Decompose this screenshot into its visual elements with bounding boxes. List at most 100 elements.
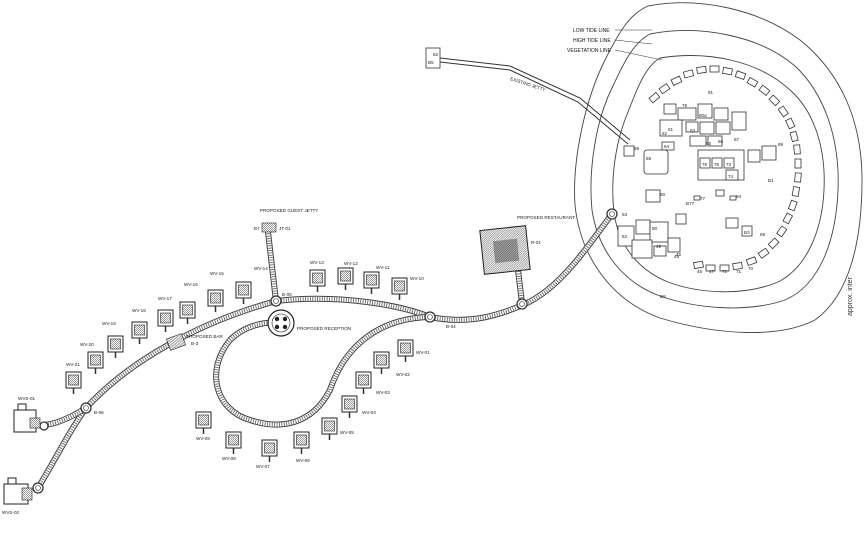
low-tide-label: LOW TIDE LINE (573, 28, 610, 34)
restaurant-title: PROPOSED RESTAURANT (517, 215, 575, 220)
water-villa-label: WV-17 (158, 296, 172, 301)
island-label: 63 (690, 128, 696, 133)
reception: PROPOSED RECEPTION (267, 309, 351, 337)
bar-code: B-3 (191, 341, 199, 346)
water-villa-label: WV-18 (132, 308, 146, 313)
island-label: 77 (700, 196, 706, 201)
guest-jetty-num: B7 (254, 226, 260, 231)
island-label: 49 (656, 244, 662, 249)
water-villa-wv21: WV-21 (65, 362, 82, 394)
bar: PROPOSED BAR B-3 (166, 333, 223, 351)
water-villa-wv05: WV-05 (321, 417, 354, 440)
existing-jetty: 82 B5 EXISTING JETTY (425, 47, 631, 145)
island-label: 72 (722, 269, 728, 274)
water-villa-label: WV-12 (344, 261, 358, 266)
island-label: 75 (714, 162, 720, 167)
island-label: 67 (734, 137, 740, 142)
high-tide-label: HIGH TIDE LINE (573, 38, 611, 44)
water-villa-wv01: WV-01 (397, 339, 430, 362)
water-villa-wv20: WV-20 (80, 342, 104, 374)
island-label: 89 (778, 142, 784, 147)
small-jetty-code: 82 (433, 52, 439, 57)
margin-note: approx. inter (847, 276, 854, 316)
water-villa-label: WV-07 (256, 464, 270, 469)
island-label: 46 (697, 269, 703, 274)
island-label: 61 (668, 127, 674, 132)
bar-title: PROPOSED BAR (186, 334, 223, 339)
island-label: B3 (744, 230, 750, 235)
water-villa-wv09: WV-09 (195, 411, 212, 441)
node-b04-label: B-04 (446, 324, 456, 329)
island-label: B8 (660, 294, 666, 299)
water-villa-label: WV-21 (66, 362, 80, 367)
node-b04: B-04 (424, 311, 456, 329)
suite-wvs02: WVS-02 (2, 477, 33, 515)
node-b05-label: B-05 (282, 292, 292, 297)
island-label: 76 (702, 162, 708, 167)
restaurant-code: R-01 (531, 240, 541, 245)
small-jetty-platform (425, 47, 441, 69)
island-label: 94 (736, 194, 742, 199)
high-tide-outline (590, 30, 839, 309)
water-villa-wv19: WV-19 (102, 321, 124, 358)
island-label: 53 (622, 212, 628, 217)
water-villa-label: WV-09 (196, 436, 210, 441)
island-label: 71 (736, 269, 742, 274)
island-labels: 81 78 80a 62 63 66 67 65 61 64 76 75 73 … (622, 90, 784, 299)
water-villa-label: WV-05 (340, 430, 354, 435)
restaurant: PROPOSED RESTAURANT R-01 (479, 215, 575, 275)
water-villa-label: WV-01 (416, 350, 430, 355)
water-villa-label: WV-06 (296, 458, 310, 463)
guest-jetty-title: PROPOSED GUEST JETTY (260, 208, 318, 213)
water-villa-wv04: WV-04 (341, 395, 376, 418)
low-tide-outline (574, 2, 863, 333)
water-villa-wv08: WV-08 (222, 431, 242, 461)
water-villa-wv18: WV-18 (131, 308, 148, 344)
vegetation-label: VEGETATION LINE (567, 48, 612, 54)
island-label: 60 (660, 192, 666, 197)
node-b06-label: B-06 (94, 410, 104, 415)
vegetation-outline (612, 55, 825, 293)
island-label: 48 (674, 254, 680, 259)
island-label: 59 (634, 146, 640, 151)
island-label: 70 (748, 266, 754, 271)
water-villa-label: WV-14 (254, 266, 268, 271)
island-label: 74 (728, 174, 734, 179)
island-label: 81 (708, 90, 714, 95)
island-label: 66 (718, 139, 724, 144)
reception-title: PROPOSED RECEPTION (297, 326, 351, 331)
island-label: 45 (676, 252, 682, 257)
island-label: 64 (664, 144, 670, 149)
water-villa-wv02: WV-02 (373, 351, 410, 377)
path-nodes: B-05 B-06 B-04 (32, 208, 618, 494)
wvs02-label: WVS-02 (2, 510, 20, 515)
water-villa-label: WV-02 (396, 372, 410, 377)
island-label: 62 (662, 131, 668, 136)
guest-jetty: PROPOSED GUEST JETTY JT-01 B7 (254, 208, 318, 233)
island-label: 80a (699, 113, 707, 118)
island-label: 58 (646, 156, 652, 161)
island-label: 52 (622, 234, 628, 239)
water-villa-label: WV-03 (376, 390, 390, 395)
island-label: 50 (652, 226, 658, 231)
water-villa-label: WV-16 (184, 282, 198, 287)
water-villa-label: WV-19 (102, 321, 116, 326)
water-villa-wv15: WV-15 (207, 271, 224, 312)
water-villa-wv14: WV-14 (235, 266, 268, 304)
water-villa-label: WV-11 (376, 265, 390, 270)
island: 81 78 80a 62 63 66 67 65 61 64 76 75 73 … (567, 2, 863, 333)
water-villa-wv17: WV-17 (157, 296, 174, 332)
suite-wvs01: WVS-01 (13, 396, 41, 433)
water-villa-label: WV-04 (362, 410, 376, 415)
water-villa-wv12: WV-12 (337, 261, 358, 290)
perimeter-villas (648, 65, 802, 272)
node-b05: B-05 (270, 292, 292, 307)
water-villa-label: WV-20 (80, 342, 94, 347)
water-villa-label: WV-08 (222, 456, 236, 461)
water-villa-label: WV-15 (210, 271, 224, 276)
water-villa-wv13: WV-13 (309, 260, 326, 292)
small-jetty-sub: B5 (428, 60, 434, 65)
island-label: 69 (760, 232, 766, 237)
island-label: B77 (686, 201, 695, 206)
